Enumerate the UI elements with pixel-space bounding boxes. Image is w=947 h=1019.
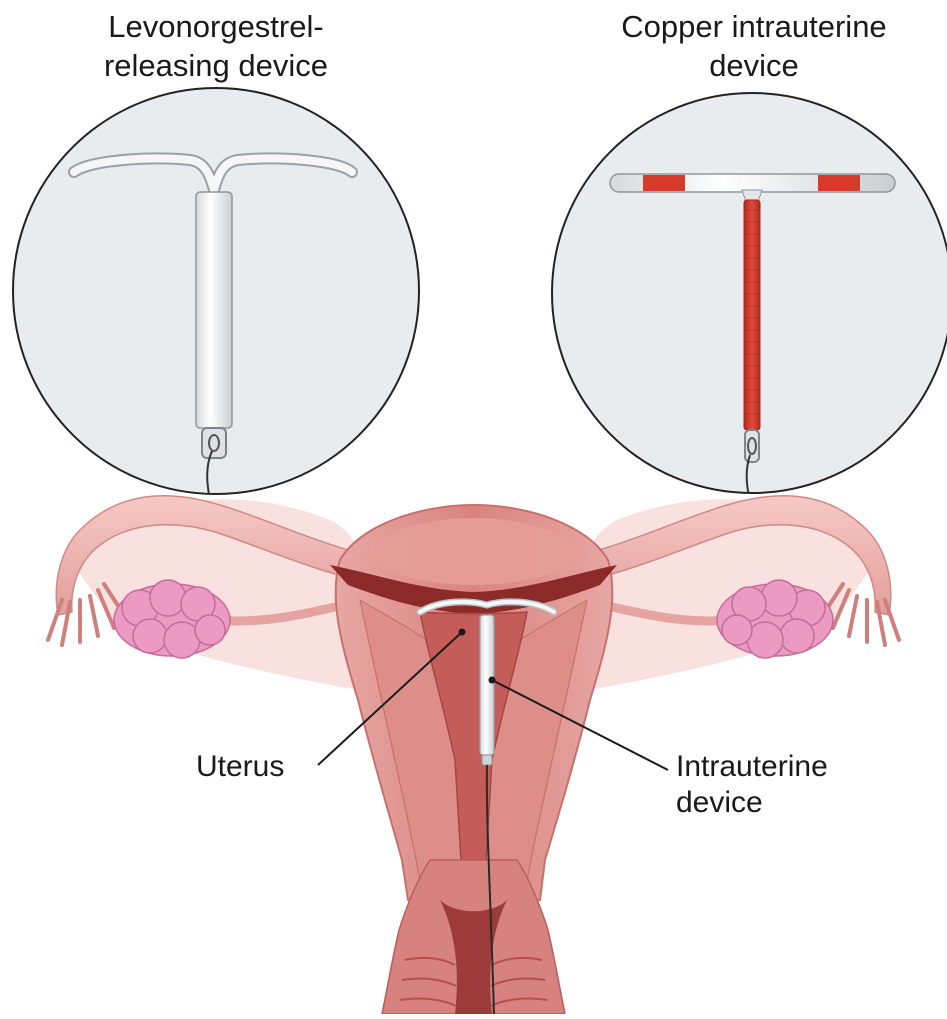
label-uterus: Uterus [196, 750, 284, 783]
title-levonorgestrel-line2: releasing device [104, 48, 328, 83]
title-levonorgestrel-line1: Levonorgestrel- [108, 9, 323, 44]
lng-iud-reservoir [196, 192, 232, 428]
iud-stem [480, 615, 494, 755]
label-iud-line1: Intrauterine [676, 750, 828, 783]
title-copper-line1: Copper intrauterine [621, 9, 886, 44]
iud-leader-dot [489, 677, 496, 684]
copper-sleeve-right [818, 175, 860, 191]
uterus-leader-dot [459, 629, 466, 636]
title-copper-line2: device [709, 48, 799, 83]
label-iud-line2: device [676, 786, 763, 819]
titles: Levonorgestrel- releasing device Copper … [104, 9, 887, 83]
levonorgestrel-device-detail [13, 88, 419, 500]
copper-device-detail [552, 93, 947, 500]
copper-sleeve-left [643, 175, 685, 191]
